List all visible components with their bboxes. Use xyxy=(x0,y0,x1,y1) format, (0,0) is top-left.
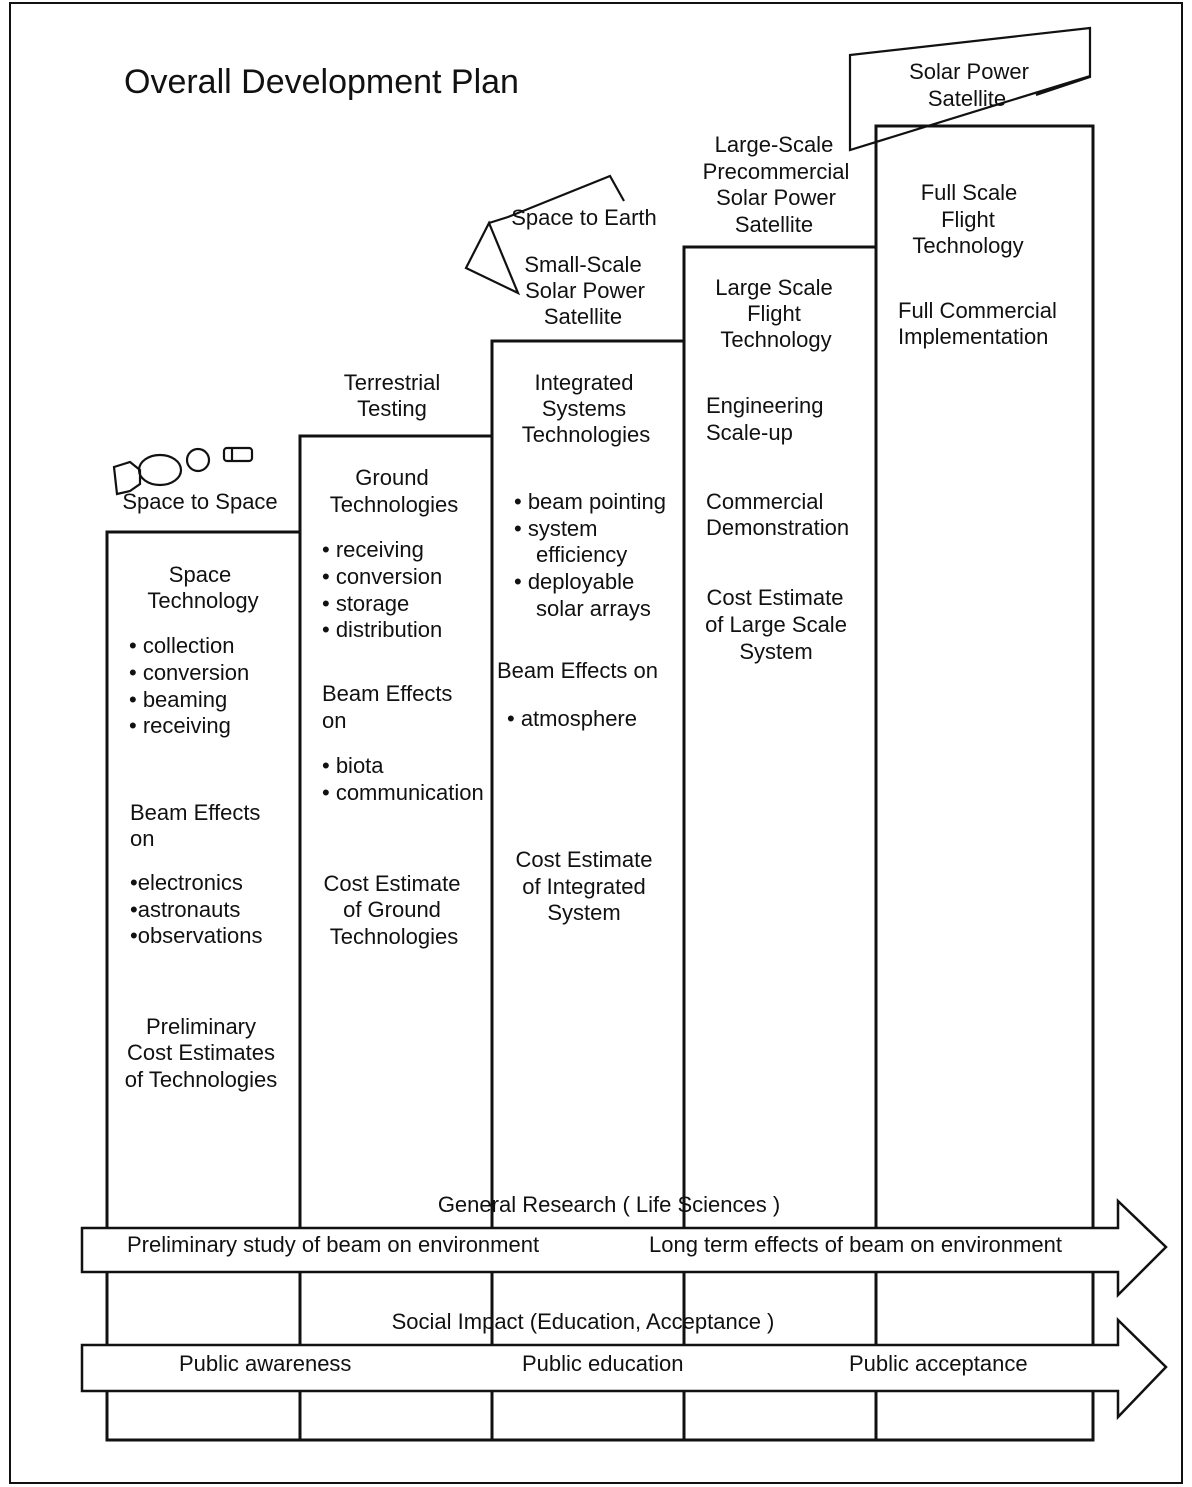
stage-3-text-line: solar arrays xyxy=(536,596,651,621)
stage-5-text-line: Flight xyxy=(941,207,995,232)
stage-3-header-line: Solar Power xyxy=(525,278,645,303)
research-heading: General Research ( Life Sciences ) xyxy=(438,1192,780,1217)
stage-1-header-line: Space to Space xyxy=(122,489,277,514)
social-item-awareness: Public awareness xyxy=(179,1351,351,1376)
stage-3-text-line: • beam pointing xyxy=(514,489,666,514)
stage-1-text-line: of Technologies xyxy=(125,1067,278,1092)
stage-1-text-line: • receiving xyxy=(129,713,231,738)
stage-4-text-line: System xyxy=(739,639,812,664)
stage-2-text-line: • storage xyxy=(322,591,409,616)
social-item-education: Public education xyxy=(522,1351,683,1376)
stage-5-text-line: Implementation xyxy=(898,324,1048,349)
stage-4-text-line: of Large Scale xyxy=(705,612,847,637)
stage-4-header-line: Solar Power xyxy=(716,185,836,210)
page-title: Overall Development Plan xyxy=(124,63,519,101)
stage-1-text-line: •astronauts xyxy=(130,897,240,922)
stage-3-text-line: efficiency xyxy=(536,542,627,567)
stage-3-text-line: of Integrated xyxy=(522,874,646,899)
stage-4-text-line: Commercial xyxy=(706,489,823,514)
stage-2-text-line: Cost Estimate xyxy=(324,871,461,896)
stage-4-header-line: Precommercial xyxy=(703,159,850,184)
stage-3-text-line: • atmosphere xyxy=(507,706,637,731)
stage-2-text-line: • receiving xyxy=(322,537,424,562)
stage-2-text-line: • distribution xyxy=(322,617,442,642)
stage-2-text-line: of Ground xyxy=(343,897,441,922)
stage-3-text-line: Systems xyxy=(542,396,626,421)
stage-4-text-line: Scale-up xyxy=(706,420,793,445)
stage-1-text-line: Cost Estimates xyxy=(127,1040,275,1065)
stage-5-text-line: Full Commercial xyxy=(898,298,1057,323)
stage-5-header-line: Satellite xyxy=(928,86,1006,111)
stage-4-text-line: Engineering xyxy=(706,393,823,418)
stage-2-text-line: • biota xyxy=(322,753,384,778)
research-right-label: Long term effects of beam on environment xyxy=(649,1232,1062,1257)
social-heading: Social Impact (Education, Acceptance ) xyxy=(392,1309,775,1334)
stage-4-header-line: Satellite xyxy=(735,212,813,237)
social-item-acceptance: Public acceptance xyxy=(849,1351,1028,1376)
stage-5-column xyxy=(874,124,1095,1442)
stage-3-header-line: Space to Earth xyxy=(511,205,657,230)
stage-4-text-line: Cost Estimate xyxy=(707,585,844,610)
stage-1-text-line: Space xyxy=(169,562,231,587)
stage-5-text-line: Full Scale xyxy=(921,180,1018,205)
stage-2-text-line: • communication xyxy=(322,780,484,805)
stage-2-header-line: Terrestrial xyxy=(344,370,441,395)
stage-4-header-line: Large-Scale xyxy=(715,132,834,157)
stage-1-text-line: • collection xyxy=(129,633,235,658)
stage-4-text-line: Technology xyxy=(720,327,831,352)
stage-5-header-line: Solar Power xyxy=(909,59,1029,84)
stage-3-text-line: • deployable xyxy=(514,569,634,594)
stage-1-text-line: Preliminary xyxy=(146,1014,256,1039)
stage-2-text-line: Technologies xyxy=(330,492,458,517)
stage-1-text-line: Technology xyxy=(147,588,258,613)
stage-1-text-line: •electronics xyxy=(130,870,243,895)
stage-2-header-line: Testing xyxy=(357,396,427,421)
stage-2-text-line: • conversion xyxy=(322,564,442,589)
stage-3-text-line: Integrated xyxy=(534,370,633,395)
stage-2-text-line: Technologies xyxy=(330,924,458,949)
stage-1-text-line: Beam Effects xyxy=(130,800,260,825)
stage-1-text-line: • beaming xyxy=(129,687,227,712)
stage-4-text-line: Large Scale xyxy=(715,275,832,300)
stage-3-header-line: Small-Scale xyxy=(524,252,641,277)
stage-3-text-line: Beam Effects on xyxy=(497,658,658,683)
stage-4-text-line: Flight xyxy=(747,301,801,326)
stage-2-text-line: on xyxy=(322,708,346,733)
stage-3-text-line: System xyxy=(547,900,620,925)
stage-1-text-line: •observations xyxy=(130,923,262,948)
satellite-panel-icon xyxy=(848,26,1092,152)
stage-4-text-line: Demonstration xyxy=(706,515,849,540)
stage-1-text-line: • conversion xyxy=(129,660,249,685)
triangle-satellite-icon xyxy=(464,174,625,296)
stage-2-text-line: Ground xyxy=(355,465,428,490)
research-left-label: Preliminary study of beam on environment xyxy=(127,1232,539,1257)
stage-1-text-line: on xyxy=(130,826,154,851)
research-arrow xyxy=(80,1198,1168,1299)
staircase xyxy=(105,124,1095,1442)
stage-3-text-line: Technologies xyxy=(522,422,650,447)
stage-2-text-line: Beam Effects xyxy=(322,681,452,706)
stage-3-header-line: Satellite xyxy=(544,304,622,329)
social-arrow xyxy=(80,1317,1168,1421)
stage-3-text-line: • system xyxy=(514,516,598,541)
satellite-icon xyxy=(112,446,254,496)
stage-3-text-line: Cost Estimate xyxy=(516,847,653,872)
stage-5-text-line: Technology xyxy=(912,233,1023,258)
outer-border xyxy=(9,2,1183,1484)
